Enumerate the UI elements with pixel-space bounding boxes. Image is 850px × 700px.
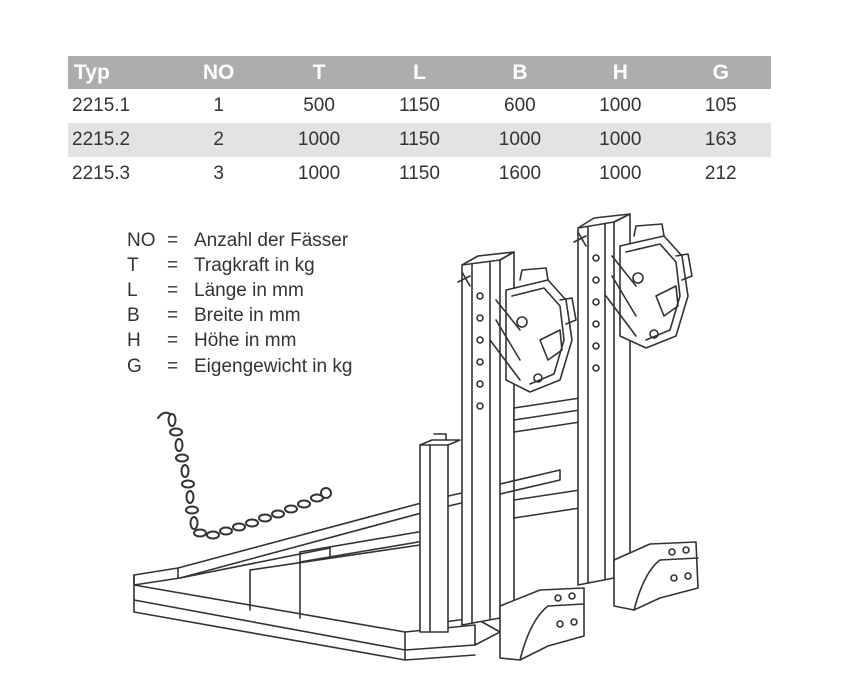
cell-l: 1150 [399,163,440,184]
cell-typ: 2215.3 [72,163,131,184]
side-post [419,433,461,633]
abbreviation-legend: NO = Anzahl der Fässer T = Tragkraft in … [127,228,352,379]
clamp-left [489,267,577,393]
cell-typ: 2215.1 [72,95,131,116]
mast-crossbar [513,397,581,519]
table-row: 2215.2 2 1000 1150 1000 1000 163 [68,123,771,157]
table-header-row: Typ NO T L B H G [68,56,771,89]
chain-icon [157,411,332,540]
legend-equals: = [167,279,179,301]
header-b: B [469,56,571,89]
legend-item: B = Breite in mm [127,304,352,329]
cell-l: 1150 [399,95,440,116]
legend-equals: = [167,355,179,377]
legend-item: T = Tragkraft in kg [127,253,352,278]
cell-h: 1000 [599,95,642,116]
legend-item: L = Länge in mm [127,278,352,303]
legend-description: Breite in mm [194,305,301,327]
legend-item: H = Höhe in mm [127,329,352,354]
cell-typ: 2215.2 [68,123,169,157]
legend-equals: = [167,229,179,251]
table-row: 2215.1 1 500 1150 600 1000 105 [68,89,771,123]
cell-g: 105 [704,95,737,116]
header-typ: Typ [68,56,169,89]
legend-equals: = [167,330,179,352]
cell-h: 1000 [599,163,642,184]
legend-description: Höhe in mm [194,330,297,352]
header-no: NO [168,56,269,89]
clamp-right [605,223,693,349]
header-t: T [268,56,370,89]
cell-t: 500 [303,95,335,116]
legend-item: G = Eigengewicht in kg [127,354,352,379]
legend-equals: = [167,254,179,276]
cell-b: 1000 [469,123,571,157]
cell-no: 1 [213,95,224,116]
cell-l: 1150 [369,123,470,157]
spec-table: Typ NO T L B H G 2215.1 1 500 1150 600 1… [68,56,771,191]
legend-description: Anzahl der Fässer [194,229,349,251]
cell-t: 1000 [297,163,341,184]
header-g: G [670,56,771,89]
legend-equals: = [167,305,179,327]
table-row: 2215.3 3 1000 1150 1600 1000 212 [68,157,771,191]
cell-b: 1600 [498,163,542,184]
legend-abbr: B [127,305,140,327]
legend-description: Eigengewicht in kg [194,355,353,377]
legend-description: Länge in mm [194,279,304,301]
cell-h: 1000 [570,123,671,157]
cell-t: 1000 [268,123,370,157]
cell-g: 212 [704,163,737,184]
cell-b: 600 [504,95,536,116]
legend-description: Tragkraft in kg [194,254,315,276]
legend-abbr: T [127,254,139,276]
legend-abbr: G [127,355,142,377]
legend-abbr: H [127,330,141,352]
header-h: H [570,56,671,89]
mast-right [573,213,631,586]
legend-item: NO = Anzahl der Fässer [127,228,352,253]
header-l: L [369,56,470,89]
cell-no: 3 [213,163,224,184]
drum-shoe-right [613,541,699,611]
cell-no: 2 [168,123,269,157]
legend-abbr: NO [127,229,156,251]
drum-shoe-left [499,587,585,661]
cell-g: 163 [670,123,771,157]
mast-left [457,251,515,626]
legend-abbr: L [127,279,138,301]
